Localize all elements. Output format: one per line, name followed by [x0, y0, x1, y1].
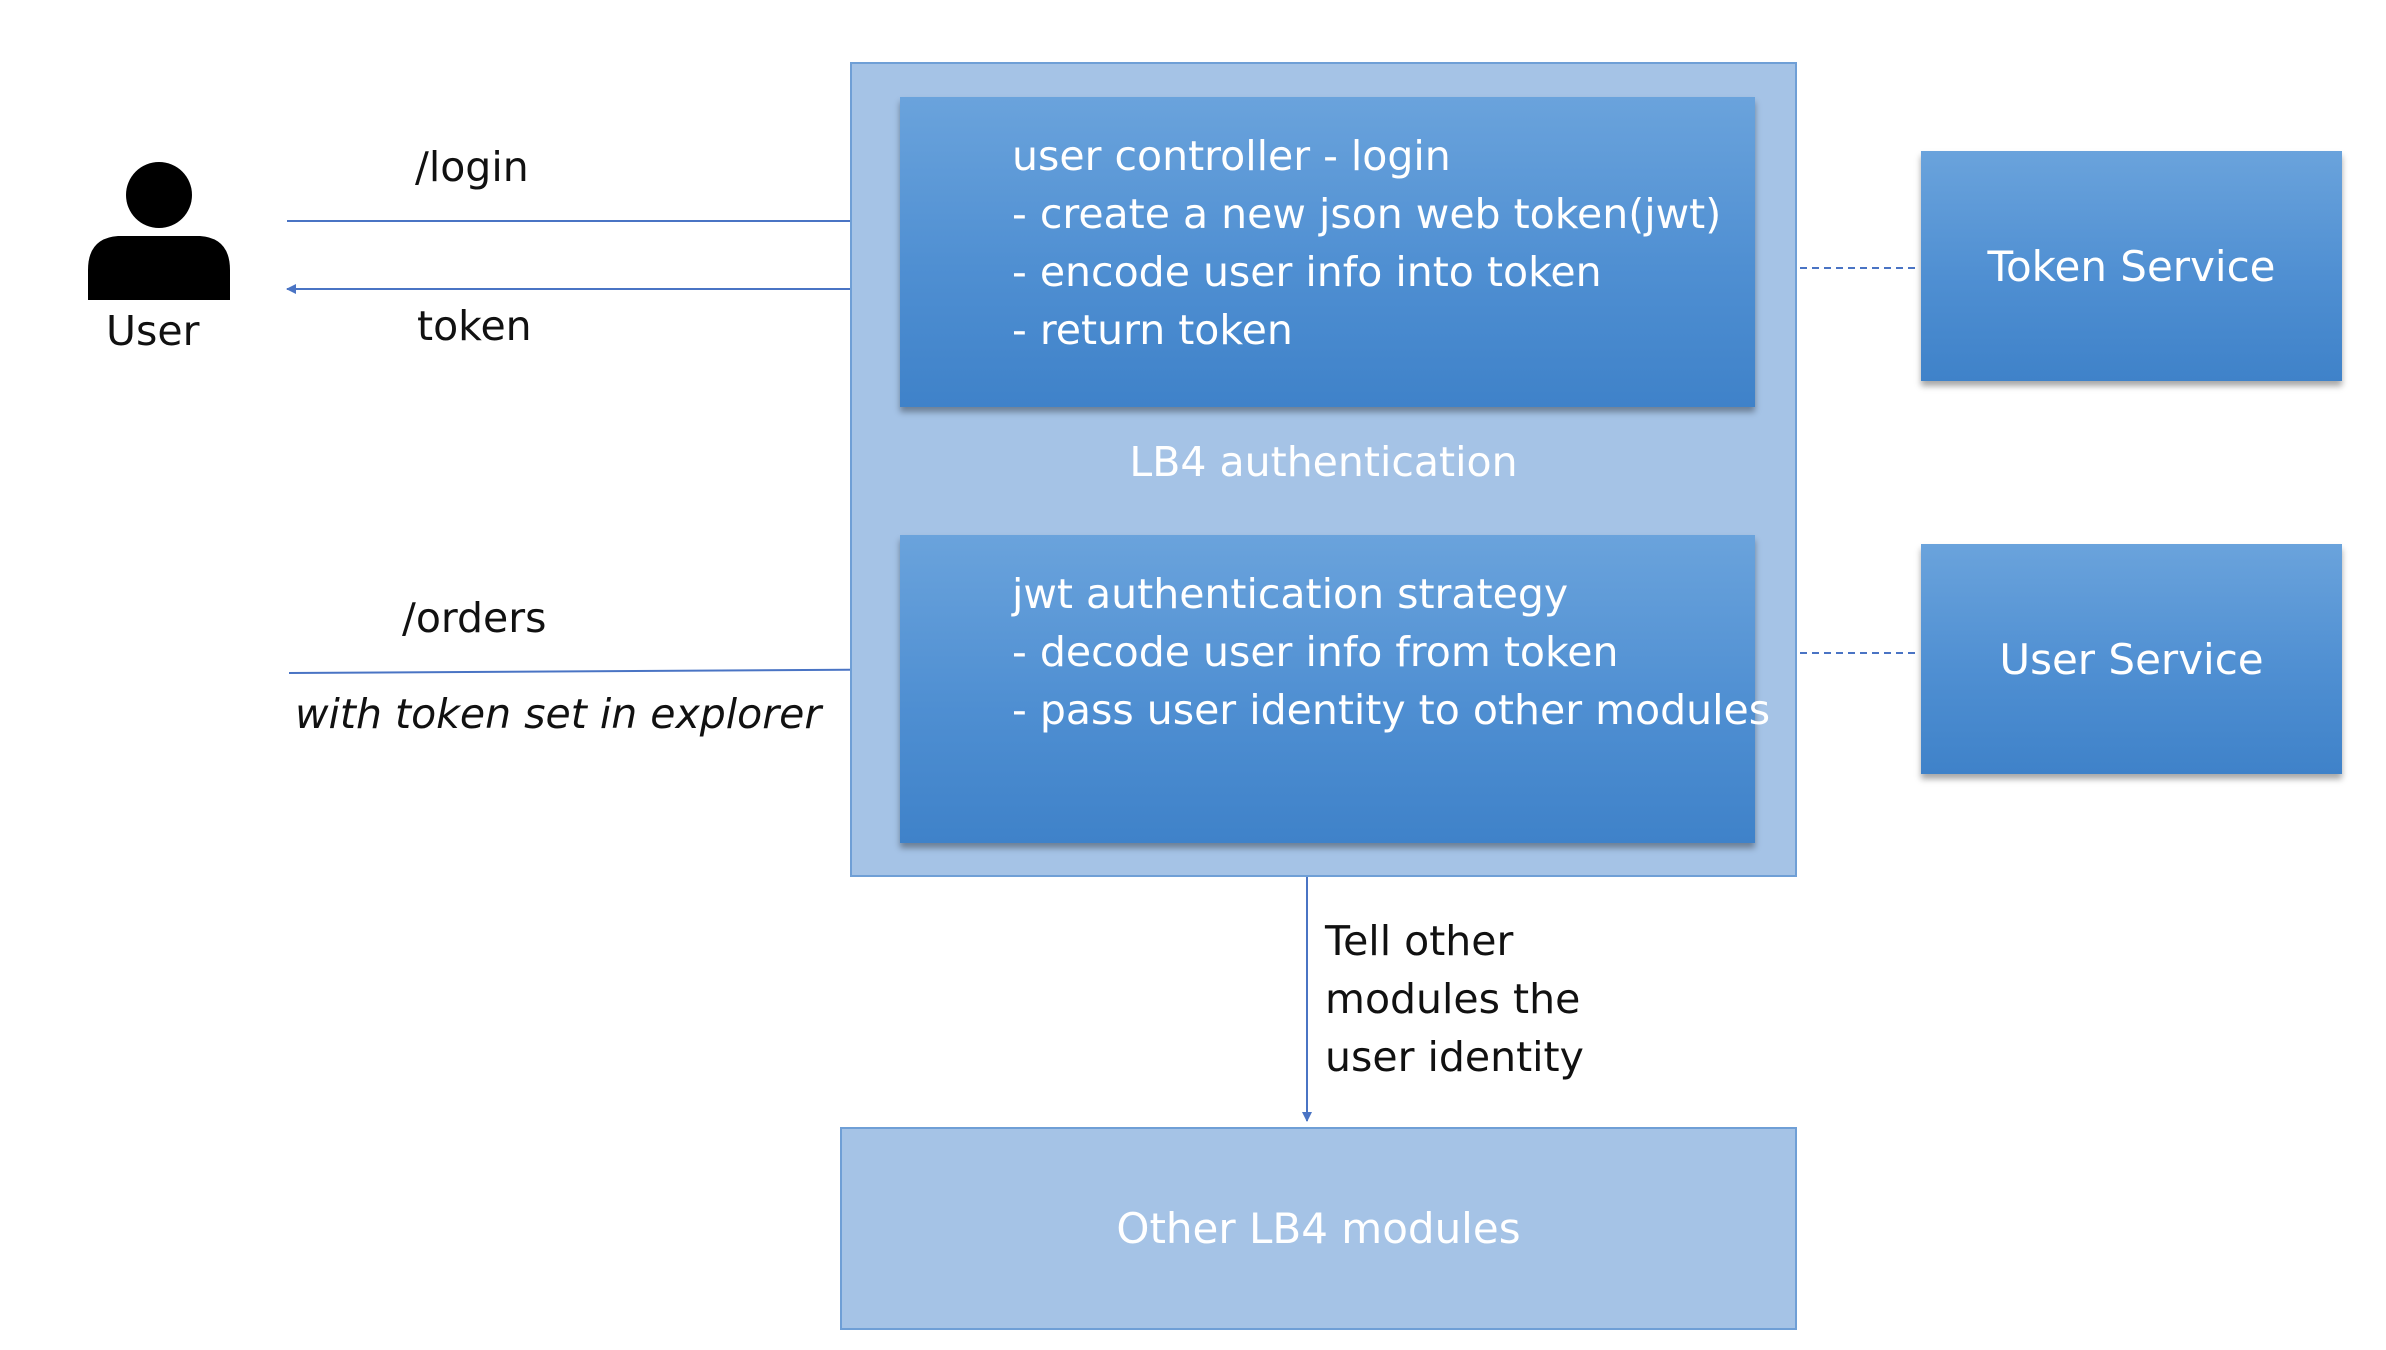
token-response-label: token [417, 302, 532, 350]
orders-request-label: /orders [402, 594, 547, 642]
user-controller-title: user controller - login [1012, 132, 1451, 180]
jwt-strategy-text: jwt authentication strategy - decode use… [1012, 565, 1770, 739]
jwt-strategy-box: jwt authentication strategy - decode use… [900, 535, 1770, 843]
downstream-note-line: modules the [1325, 975, 1581, 1023]
token-service-box: Token Service [1921, 151, 2342, 381]
downstream-note-line: user identity [1325, 1033, 1584, 1081]
user-controller-text: user controller - login - create a new j… [1012, 127, 1721, 359]
user-label: User [106, 307, 200, 355]
jwt-strategy-step: - decode user info from token [1012, 628, 1619, 676]
orders-note-label: with token set in explorer [295, 690, 822, 738]
user-controller-step: - create a new json web token(jwt) [1012, 190, 1722, 238]
other-lb4-modules-box: Other LB4 modules [840, 1127, 1797, 1330]
downstream-note: Tell other modules the user identity [1325, 912, 1584, 1086]
user-controller-step: - return token [1012, 306, 1293, 354]
downstream-note-line: Tell other [1325, 917, 1514, 965]
lb4-authentication-label: LB4 authentication [1129, 438, 1518, 486]
jwt-strategy-title: jwt authentication strategy [1012, 570, 1569, 618]
user-icon [88, 162, 230, 300]
user-controller-step: - encode user info into token [1012, 248, 1602, 296]
login-request-label: /login [415, 143, 529, 191]
user-controller-box: user controller - login - create a new j… [900, 97, 1755, 407]
user-service-box: User Service [1921, 544, 2342, 774]
jwt-strategy-step: - pass user identity to other modules [1012, 686, 1771, 734]
